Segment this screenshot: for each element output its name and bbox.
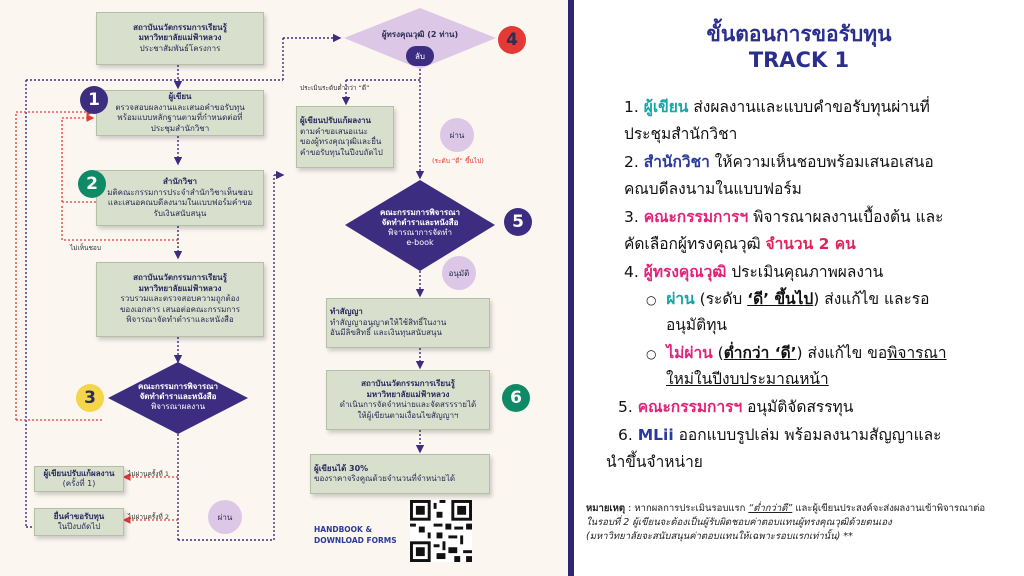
below-good-label: ประเมินระดับต่ำกว่า “ดี” — [300, 84, 370, 92]
step-1-line2: ประชุมสำนักวิชา — [624, 125, 738, 143]
qr-code-icon[interactable] — [410, 500, 472, 562]
step-4b: ○ ไม่ผ่าน (ต่ำกว่า ‘ดี’) ส่งแก้ไข ขอพิจา… — [646, 344, 947, 362]
step-number-6: 6 — [502, 384, 530, 412]
step-6: 6. MLii ออกแบบรูปเล่ม พร้อมลงนามสัญญาและ — [618, 426, 942, 444]
committee-right-text: คณะกรรมการพิจารณาจัดทำตำราและหนังสือพิจา… — [379, 208, 461, 247]
institute-sell-box: สถาบันนวัตกรรมการเรียนรู้มหาวิทยาลัยแม่ฟ… — [326, 370, 490, 430]
institute-promo-box: สถาบันนวัตกรรมการเรียนรู้มหาวิทยาลัยแม่ฟ… — [96, 12, 264, 65]
flowchart: สถาบันนวัตกรรมการเรียนรู้มหาวิทยาลัยแม่ฟ… — [0, 0, 568, 576]
step-number-1: 1 — [80, 86, 108, 114]
pass-pill-left: ผ่าน — [208, 500, 242, 534]
step-2: 2. สำนักวิชา ให้ความเห็นชอบพร้อมเสนอเสนอ — [624, 153, 934, 171]
author-30-box: ผู้เขียนได้ 30%ของราคาจริงคูณด้วยจำนวนที… — [310, 454, 490, 494]
approve-pill: อนุมัติ — [442, 256, 476, 290]
not-approved-label: ไม่เห็นชอบ — [70, 244, 101, 252]
fail-second-label: ไม่ผ่านครั้งที่ 2 — [128, 513, 169, 521]
step-3-line2: คัดเลือกผู้ทรงคุณวุฒิ จำนวน 2 คน — [624, 235, 856, 253]
experts-text: ผู้ทรงคุณวุฒิ (2 ท่าน) — [381, 30, 459, 39]
step-number-2: 2 — [78, 170, 106, 198]
panel-divider — [568, 0, 574, 576]
committee-diamond-right — [345, 180, 495, 271]
pass-level-label: (ระดับ “ดี” ขึ้นไป) — [432, 157, 484, 165]
panel-subtitle: TRACK 1 — [748, 48, 850, 72]
institute-review-box: สถาบันนวัตกรรมการเรียนรู้มหาวิทยาลัยแม่ฟ… — [96, 262, 264, 337]
revise-first-box: ผู้เขียนปรับแก้ผลงาน(ครั้งที่ 1) — [34, 466, 124, 492]
committee-diamond-left — [108, 362, 248, 434]
step-5: 5. คณะกรรมการฯ อนุมัติจัดสรรทุน — [618, 398, 854, 416]
step-3: 3. คณะกรรมการฯ พิจารณาผลงานเบื้องต้น และ — [624, 208, 944, 226]
steps-panel: ขั้นตอนการขอรับทุน TRACK 1 1. ผู้เขียน ส… — [574, 0, 1024, 576]
step-4a: ○ ผ่าน (ระดับ ‘ดี’ ขึ้นไป) ส่งแก้ไข และร… — [646, 290, 930, 308]
step-4: 4. ผู้ทรงคุณวุฒิ ประเมินคุณภาพผลงาน — [624, 263, 884, 281]
step-1: 1. ผู้เขียน ส่งผลงานและแบบคำขอรับทุนผ่าน… — [624, 98, 930, 116]
pass-pill-right: ผ่าน — [440, 118, 474, 152]
remark-note: หมายเหตุ : หากผลการประเมินรอบแรก “ต่ำกว่… — [586, 503, 986, 542]
step-number-4: 4 — [498, 26, 526, 54]
school-approval-box: สำนักวิชามติคณะกรรมการประจำสำนักวิชาเห็น… — [96, 170, 264, 226]
step-4b-line2: ใหม่ในปีงบประมาณหน้า — [666, 370, 829, 388]
step-6-line2: นำขึ้นจำหน่าย — [606, 453, 703, 471]
author-submit-box: ผู้เขียนตรวจสอบผลงานและเสนอคำขอรับทุนพร้… — [96, 90, 264, 136]
committee-left-text: คณะกรรมการพิจารณาจัดทำตำราและหนังสือพิจา… — [137, 382, 219, 411]
author-revise-box: ผู้เขียนปรับแก้ผลงานตามคำขอเสนอแนะของผู้… — [296, 106, 394, 168]
handbook-label: HANDBOOK &DOWNLOAD FORMS — [314, 525, 397, 545]
resubmit-box: ยื่นคำขอรับทุนในปีงบถัดไป — [34, 508, 124, 536]
step-4a-line2: อนุมัติทุน — [666, 316, 728, 334]
flow-connectors — [15, 8, 496, 541]
experts-diamond — [344, 8, 496, 69]
step-number-5: 5 — [504, 208, 532, 236]
step-2-line2: คณบดีลงนามในแบบฟอร์ม — [624, 180, 802, 198]
fail-first-label: ไม่ผ่านครั้งที่ 1 — [128, 470, 169, 478]
panel-title: ขั้นตอนการขอรับทุน — [706, 22, 892, 46]
confidential-pill: ลับ — [406, 46, 434, 66]
contract-box: ทำสัญญาทำสัญญาอนุญาตให้ใช้สิทธิ์ในงานอัน… — [326, 298, 490, 348]
step-number-3: 3 — [76, 384, 104, 412]
